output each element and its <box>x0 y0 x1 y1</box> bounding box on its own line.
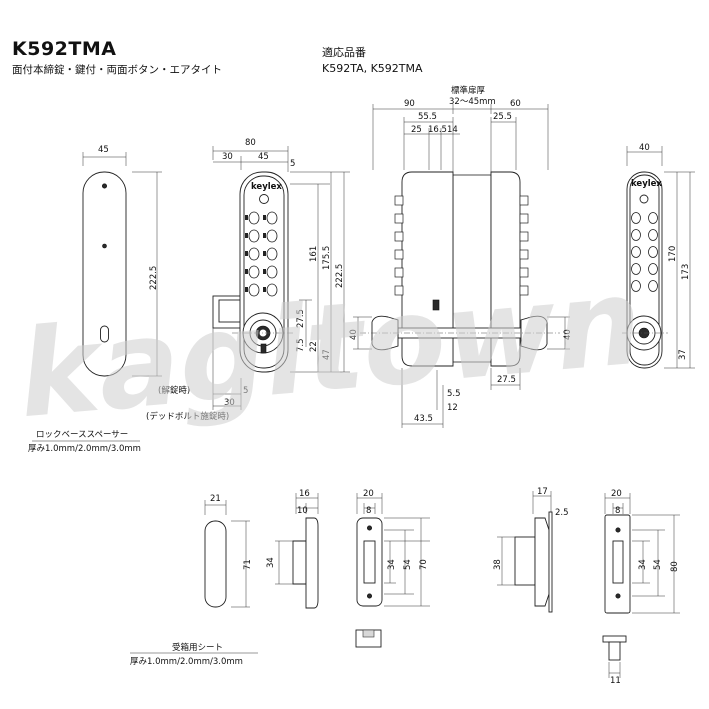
strike2-width-8: 8 <box>615 506 620 516</box>
front-dim-30: 30 <box>224 398 235 408</box>
back-dim-170: 170 <box>668 246 678 262</box>
clear-button <box>259 194 269 204</box>
front-top-offset: 5 <box>290 159 295 169</box>
strike1-open-34: 34 <box>387 559 397 570</box>
strike2-bolt-body <box>608 641 621 661</box>
spacer-hole-mid <box>102 243 107 249</box>
spacer-width: 45 <box>98 145 109 155</box>
strike2-plate-edge <box>548 511 553 613</box>
front-dim-47: 47 <box>322 349 332 360</box>
side-dim-90: 90 <box>404 99 415 109</box>
std-door-label: 標準扉厚 <box>451 85 486 96</box>
compatible-label: 適応品番 <box>322 46 366 59</box>
strike2-box-38: 38 <box>493 559 503 570</box>
front-dim-222-5: 222.5 <box>335 264 345 288</box>
strike2-plate-2-5: 2.5 <box>555 508 569 518</box>
back-clear-button <box>639 194 649 204</box>
spacer-slot <box>100 325 109 343</box>
strike2-open-34: 34 <box>638 559 648 570</box>
front-dim-7-5: 7.5 <box>296 338 306 352</box>
strike1-box-height: 34 <box>266 557 276 568</box>
box-sheet-thickness: 厚み1.0mm/2.0mm/3.0mm <box>130 657 243 667</box>
front-view: 80 30 45 5 keylex <box>146 138 350 422</box>
back-view: 40 keylex 170 173 37 <box>622 143 695 369</box>
front-right-width: 45 <box>258 152 269 162</box>
strike1-sheet-height: 71 <box>243 559 253 570</box>
side-dim-40-left: 40 <box>349 329 359 340</box>
strike1-width-8: 8 <box>366 506 371 516</box>
spacer-thickness: 厚み1.0mm/2.0mm/3.0mm <box>28 444 141 454</box>
side-buttons-right <box>519 195 529 296</box>
inner-housing <box>401 171 454 367</box>
side-buttons-left <box>394 195 404 296</box>
strike1-sheet <box>204 520 227 608</box>
front-dim-175-5: 175.5 <box>322 246 332 270</box>
side-dim-12: 12 <box>447 403 458 413</box>
strike2-holes-54: 54 <box>653 559 663 570</box>
back-dim-37: 37 <box>678 349 688 360</box>
front-overall-width: 80 <box>245 138 256 148</box>
side-dim-25-5: 25.5 <box>493 112 512 122</box>
strike-set-2: 17 2.5 38 20 8 34 54 80 <box>493 487 680 686</box>
front-keypad <box>245 194 278 297</box>
side-dim-60: 60 <box>510 99 521 109</box>
strike2-height-80: 80 <box>670 561 680 572</box>
front-dim-5: 5 <box>243 386 248 396</box>
strike2-width-20: 20 <box>611 489 622 499</box>
front-left-width: 30 <box>222 152 233 162</box>
side-dim-16-5: 16.5 <box>428 125 447 135</box>
side-dim-14: 14 <box>447 125 458 135</box>
back-dim-173: 173 <box>681 264 691 280</box>
back-keypad <box>631 212 658 292</box>
strike1-depth-16: 16 <box>299 489 310 499</box>
front-dim-27-5: 27.5 <box>296 309 306 328</box>
side-dim-55-5: 55.5 <box>418 112 437 122</box>
model-number: K592TMA <box>12 38 117 60</box>
box-sheet-label: 受箱用シート <box>172 642 223 653</box>
strike1-width-20: 20 <box>363 489 374 499</box>
side-dim-25: 25 <box>411 125 422 135</box>
back-brand-logo: keylex <box>631 179 662 189</box>
strike2-bolt-cap <box>602 635 627 643</box>
back-width: 40 <box>639 143 650 153</box>
note-deadbolt-locked: (デッドボルト施錠時) <box>146 411 229 422</box>
spacer-plate: 45 222.5 ロックベーススペーサー 厚み1.0mm/2.0mm/3.0mm <box>28 145 162 454</box>
strike1-height-70: 70 <box>419 559 429 570</box>
strike2-opening <box>612 540 624 584</box>
spacer-hole-top <box>102 183 108 189</box>
side-dim-40-right: 40 <box>563 329 573 340</box>
side-dim-27-5: 27.5 <box>497 375 516 385</box>
side-dim-43-5: 43.5 <box>414 414 433 424</box>
strike1-opening <box>363 540 376 584</box>
latch-block <box>432 299 440 311</box>
front-dim-22: 22 <box>309 341 319 352</box>
spacer-height: 222.5 <box>149 266 159 290</box>
door-thickness-range: 32〜45mm <box>449 97 496 107</box>
strike2-bolt-11: 11 <box>610 676 621 686</box>
strike2-depth-17: 17 <box>537 487 548 497</box>
brand-logo: keylex <box>251 182 282 192</box>
outer-housing <box>490 171 521 367</box>
product-description: 面付本締錠・鍵付・両面ボタン・エアタイト <box>12 64 222 76</box>
side-view: 標準扉厚 32〜45mm 90 60 55.5 25.5 25 16.5 14 <box>349 85 573 428</box>
side-dim-5-5: 5.5 <box>447 389 461 399</box>
compatible-models: K592TA, K592TMA <box>322 62 423 75</box>
strike1-box-side <box>292 540 307 585</box>
strike2-box-side <box>514 536 536 586</box>
strike1-sheet-width: 21 <box>210 494 221 504</box>
strike1-depth-10: 10 <box>297 506 308 516</box>
note-unlocked: (解錠時) <box>158 385 190 396</box>
front-dim-161: 161 <box>309 246 319 262</box>
strike1-holes-54: 54 <box>403 559 413 570</box>
spacer-label: ロックベーススペーサー <box>36 430 128 440</box>
strike-set-1: 21 71 34 16 10 20 8 34 <box>130 489 430 667</box>
